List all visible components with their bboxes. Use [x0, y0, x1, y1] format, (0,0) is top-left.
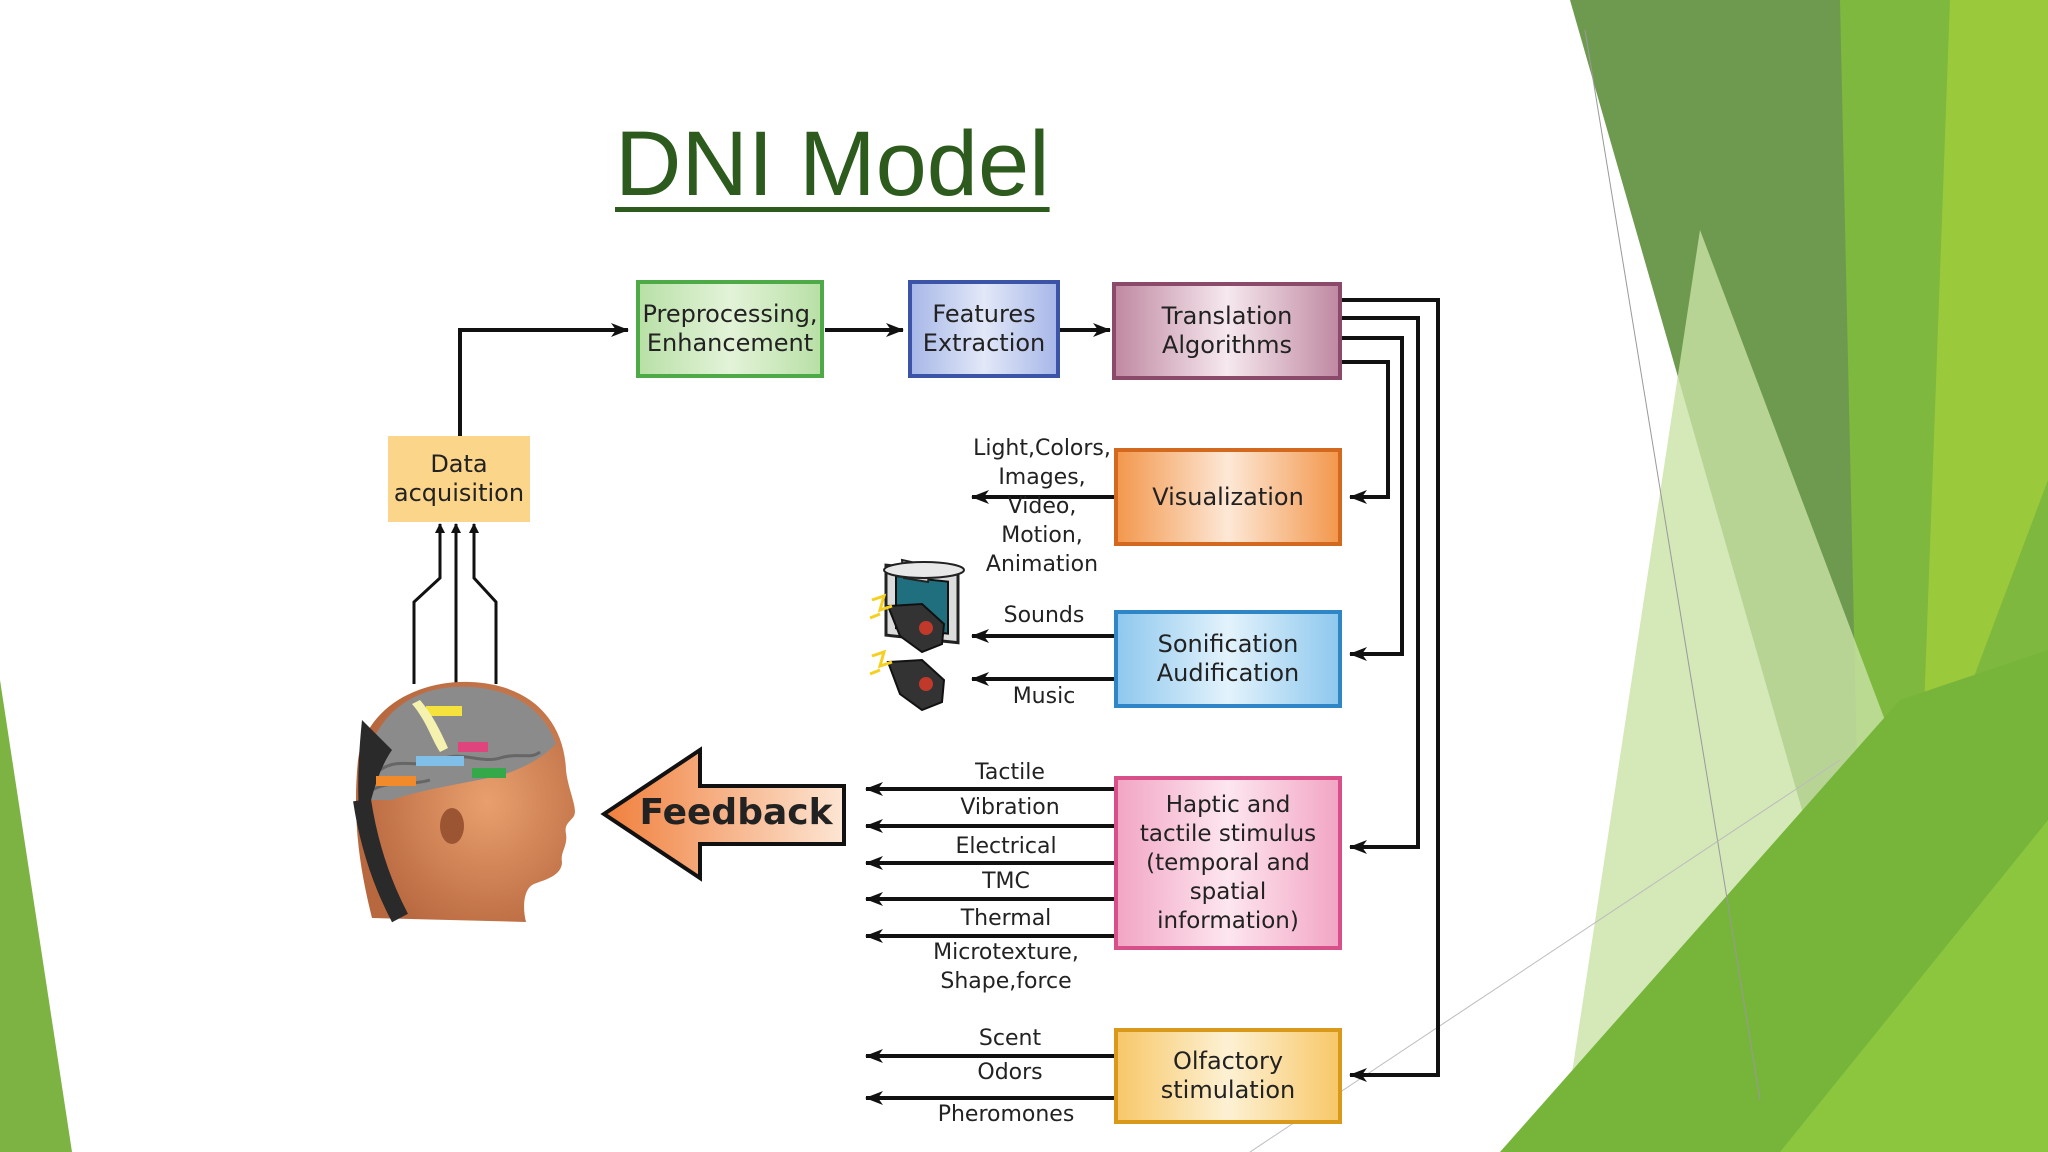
haptic-output-label: TMC [982, 869, 1030, 894]
olfactory-output-label: Pheromones [937, 1102, 1075, 1127]
haptic-output-label: Electrical [955, 834, 1057, 859]
haptic-output-label: Thermal [960, 906, 1052, 931]
olfactory-label: Olfactory stimulation [1160, 1047, 1296, 1104]
olfactory-output-label: Odors [977, 1060, 1043, 1085]
translation-algorithms-label: Translation Algorithms [1161, 302, 1293, 359]
haptic-output-label: Tactile [975, 760, 1045, 785]
haptic-label: Haptic and tactile stimulus (temporal an… [1139, 791, 1317, 934]
sound-output-label: Sounds [1003, 603, 1085, 628]
features-extraction-label: Features Extraction [922, 300, 1046, 357]
translation-algorithms-box: Translation Algorithms [1112, 282, 1342, 380]
sonification-box: Sonification Audification [1114, 610, 1342, 708]
haptic-output-label: Microtexture, Shape,force [933, 940, 1079, 994]
music-output-label: Music [1012, 684, 1076, 709]
preprocessing-label: Preprocessing, Enhancement [642, 300, 818, 357]
data-acquisition-label: Data acquisition [393, 450, 525, 507]
visual-outputs-label: Light,Colors, Images, Video, Motion, Ani… [973, 436, 1111, 577]
olfactory-output-label: Scent [978, 1026, 1042, 1051]
visualization-box: Visualization [1114, 448, 1342, 546]
sonification-label: Sonification Audification [1156, 630, 1300, 687]
preprocessing-box: Preprocessing, Enhancement [636, 280, 824, 378]
data-acquisition-box: Data acquisition [388, 436, 530, 522]
visualization-label: Visualization [1152, 482, 1304, 511]
haptic-output-label: Vibration [960, 795, 1060, 820]
olfactory-box: Olfactory stimulation [1114, 1028, 1342, 1124]
slide-title: DNI Model [615, 113, 1050, 215]
features-extraction-box: Features Extraction [908, 280, 1060, 378]
feedback-label: Feedback [639, 792, 833, 833]
haptic-box: Haptic and tactile stimulus (temporal an… [1114, 776, 1342, 950]
